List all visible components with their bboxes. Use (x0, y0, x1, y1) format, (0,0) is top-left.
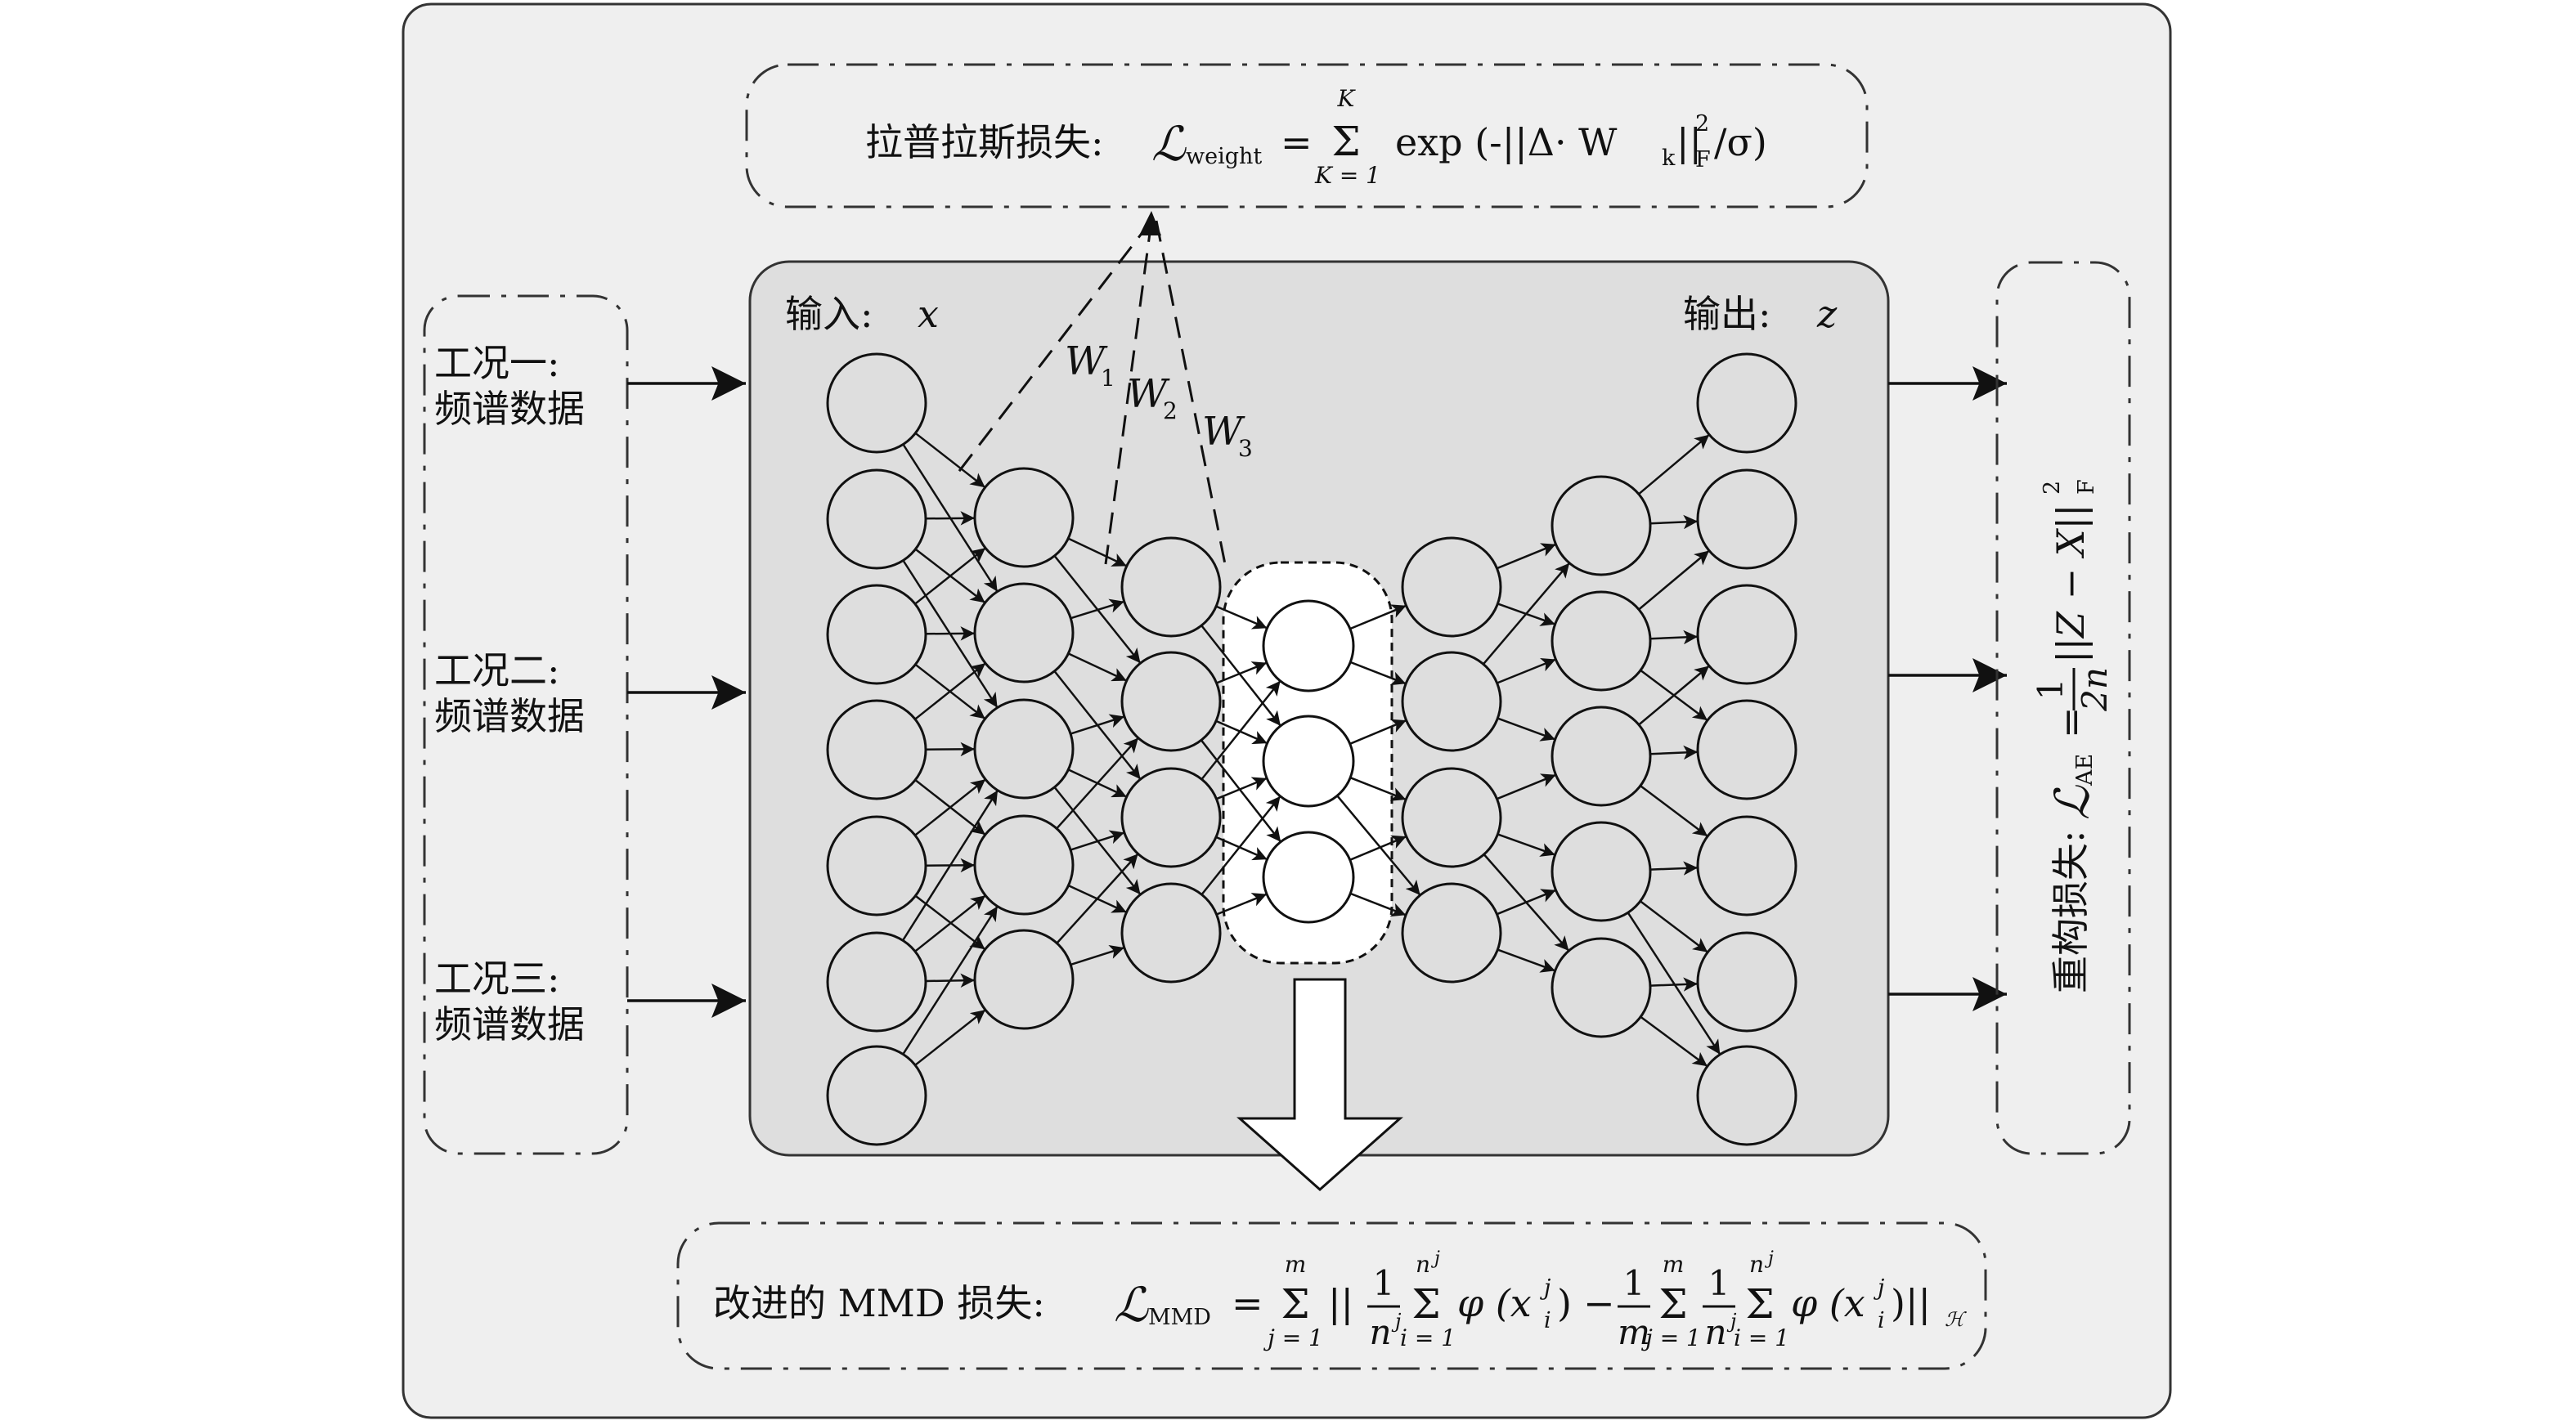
condition-2-subtitle: 频谱数据 (434, 694, 585, 738)
condition-3-title: 工况三: (434, 957, 560, 1001)
condition-3-subtitle: 频谱数据 (434, 1002, 585, 1046)
mmd-sum2-top: n (1416, 1251, 1430, 1278)
recon-frac-den: 2n (2075, 667, 2115, 712)
recon-square: 2 (2040, 481, 2065, 495)
mmd-x2-sub: i (1878, 1308, 1885, 1333)
weight-2-sub: 2 (1163, 397, 1178, 424)
laplacian-square: 2 (1695, 111, 1709, 137)
laplacian-w-sub: k (1662, 146, 1676, 171)
mmd-frac1-num: 1 (1373, 1263, 1395, 1303)
mmd-sum4-top: n (1749, 1251, 1764, 1278)
mmd-sub: MMD (1148, 1305, 1211, 1330)
mmd-sum1-sign: Σ (1281, 1280, 1309, 1328)
recon-loss-label: 重构损失: (2049, 831, 2093, 994)
mmd-sum3-top: m (1663, 1251, 1685, 1278)
weight-3-sub: 3 (1238, 435, 1253, 462)
condition-1-subtitle: 频谱数据 (434, 387, 585, 431)
mmd-sum3-bottom: j = 1 (1640, 1324, 1701, 1351)
mmd-loss-label: 改进的 MMD 损失: (713, 1281, 1045, 1325)
network-output-label: 输出: (1683, 292, 1771, 336)
mmd-script-L: ℒ (1114, 1277, 1149, 1333)
mmd-phi2: φ (x (1791, 1281, 1865, 1325)
mmd-sum3-sign: Σ (1658, 1280, 1687, 1328)
mmd-sum2-bottom: i = 1 (1400, 1324, 1456, 1351)
condition-1-title: 工况一: (434, 341, 560, 385)
network-edge (926, 518, 975, 519)
mmd-sum1-bottom: j = 1 (1263, 1324, 1323, 1351)
weight-1-sub: 1 (1101, 365, 1115, 392)
mmd-sum1-top: m (1285, 1251, 1307, 1278)
laplacian-sum-top: K (1337, 85, 1357, 112)
mmd-frac3-den: n (1704, 1312, 1726, 1352)
mmd-frac1-den: n (1369, 1312, 1391, 1352)
mmd-hilbert: ℋ (1945, 1308, 1967, 1331)
mmd-bar1: || (1328, 1281, 1353, 1325)
mmd-close1: ) (1557, 1281, 1572, 1325)
mmd-frac3-num: 1 (1708, 1263, 1730, 1303)
laplacian-script-L: ℒ (1151, 116, 1187, 172)
mmd-frac2-num: 1 (1623, 1263, 1645, 1303)
network-input-var: x (918, 292, 939, 336)
laplacian-sum-sign: Σ (1331, 118, 1360, 165)
mmd-sum2-sign: Σ (1411, 1280, 1440, 1328)
recon-sub-ae: AE (2072, 754, 2098, 786)
laplacian-equals: = (1281, 120, 1313, 164)
mmd-minus: − (1583, 1281, 1615, 1325)
recon-expr: ||Z − X|| (2049, 504, 2093, 664)
mmd-x1-sub: i (1544, 1308, 1551, 1333)
recon-script-L: ℒ (2044, 785, 2100, 820)
laplacian-tail: /σ) (1714, 120, 1767, 164)
bottleneck-node (1263, 832, 1353, 922)
recon-frac-num: 1 (2031, 679, 2071, 701)
laplacian-sub-weight: weight (1186, 144, 1262, 169)
laplacian-loss-label: 拉普拉斯损失: (865, 120, 1104, 164)
condition-2-title: 工况二: (434, 648, 560, 692)
network-output-var: z (1816, 292, 1838, 336)
mmd-phi1: φ (x (1457, 1281, 1532, 1325)
mmd-close2: )|| (1891, 1281, 1931, 1325)
mmd-sum4-bottom: i = 1 (1734, 1324, 1789, 1351)
mmd-equals: = (1232, 1281, 1263, 1325)
bottleneck-node (1263, 716, 1353, 806)
mmd-sum4-sign: Σ (1745, 1280, 1774, 1328)
laplacian-frobenius: F (1695, 147, 1711, 173)
recon-frobenius: F (2074, 479, 2099, 495)
laplacian-sum-bottom: K = 1 (1314, 162, 1380, 189)
bottleneck-node (1263, 601, 1353, 691)
laplacian-body: exp (-||Δ· W (1395, 120, 1618, 164)
network-input-label: 输入: (785, 292, 873, 336)
